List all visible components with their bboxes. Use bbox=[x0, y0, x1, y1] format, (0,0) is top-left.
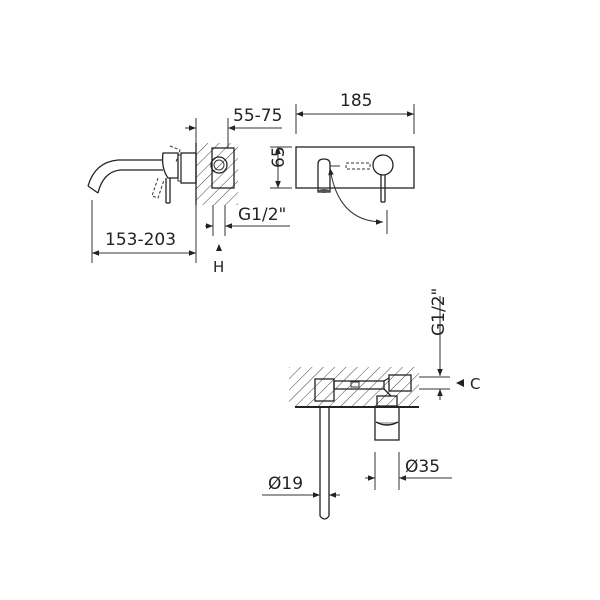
section-marker-h: H bbox=[213, 258, 224, 276]
cover-plate bbox=[295, 146, 415, 189]
top-view: G1/2" C Ø35 Ø19 bbox=[262, 288, 480, 520]
dim-inlet-top: G1/2" bbox=[429, 288, 449, 336]
dim-spout-diameter: Ø19 bbox=[268, 474, 303, 494]
dim-plate-width: 185 bbox=[340, 91, 372, 111]
dim-inlet-side: G1/2" bbox=[238, 205, 286, 225]
wall-section-hatch bbox=[196, 143, 238, 205]
dim-wall-depth: 55-75 bbox=[233, 106, 282, 126]
side-view: 55-75 153-203 G1/2" H bbox=[87, 106, 290, 276]
dim-plate-height: 65 bbox=[269, 146, 289, 168]
section-marker-c: C bbox=[470, 375, 480, 393]
dim-handle-diameter: Ø35 bbox=[405, 457, 440, 477]
dim-spout-projection: 153-203 bbox=[105, 230, 176, 250]
front-view: 185 65 bbox=[269, 91, 415, 234]
